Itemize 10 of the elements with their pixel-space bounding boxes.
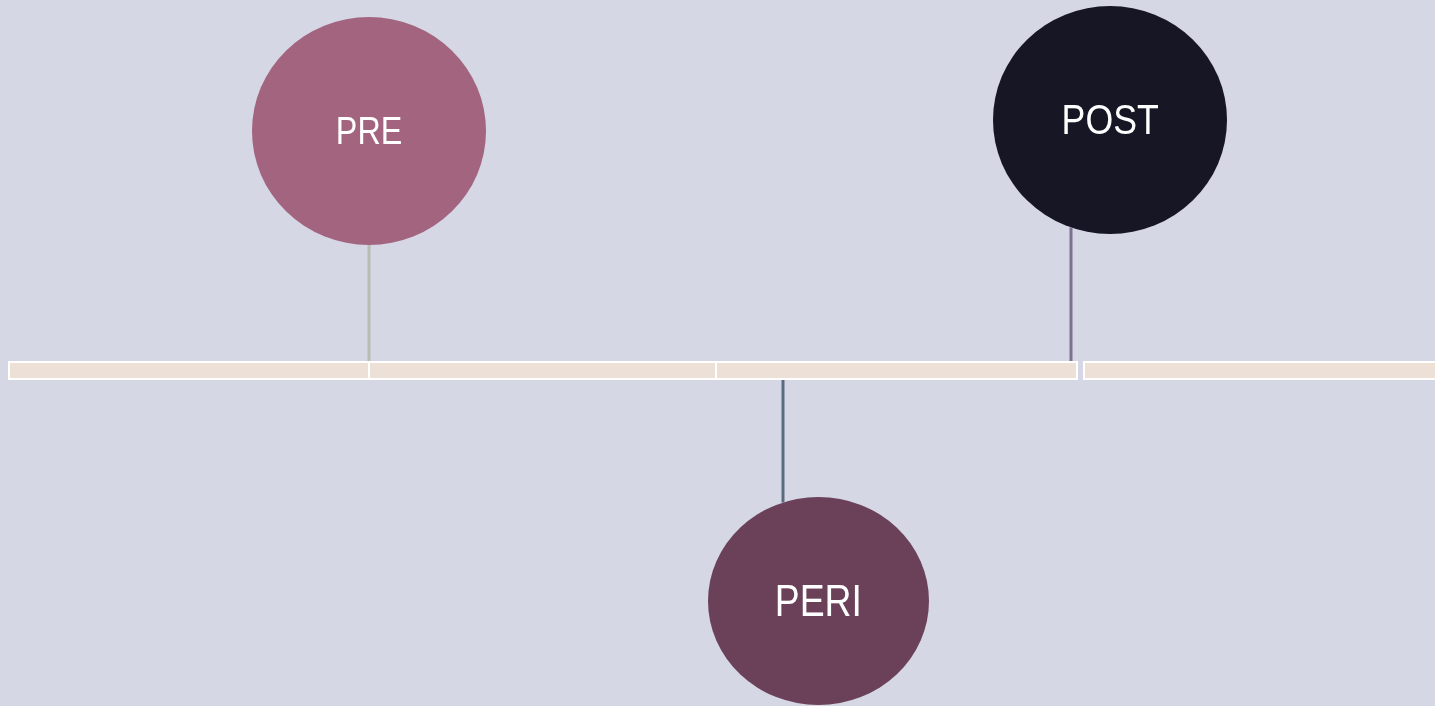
connector-line xyxy=(367,245,371,361)
timeline-segment xyxy=(368,361,717,380)
phase-label: POST xyxy=(1061,96,1159,144)
connector-line xyxy=(781,380,785,503)
timeline-segment xyxy=(8,361,370,380)
timeline-segment xyxy=(715,361,1078,380)
timeline-segment xyxy=(1083,361,1435,380)
phase-label: PERI xyxy=(774,576,863,626)
phase-label: PRE xyxy=(335,109,403,153)
connector-line xyxy=(1069,227,1073,361)
